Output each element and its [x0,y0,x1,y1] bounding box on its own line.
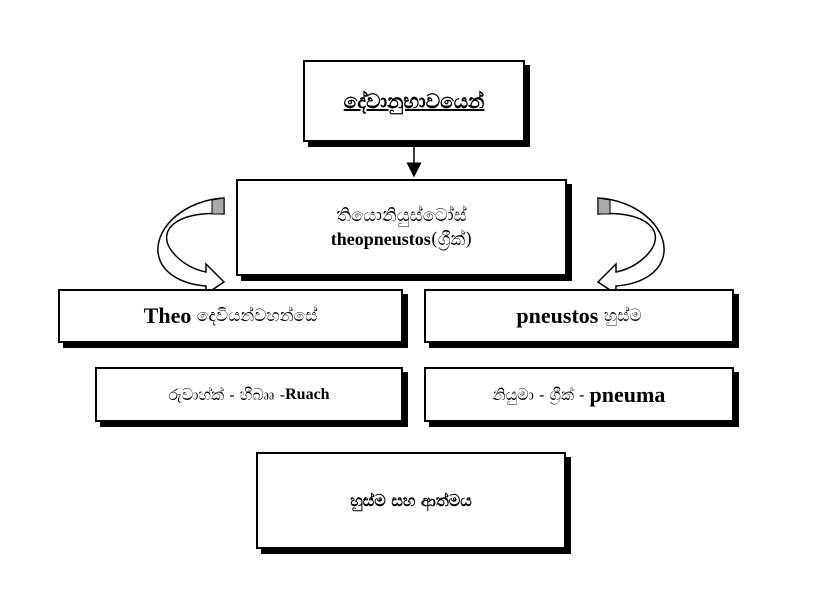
center-box: තියොනියුස්ටෝස් theopneustos(ග්‍රීක්) [236,179,567,276]
left-curved-arrow-icon [157,197,226,296]
pneuma-latin: pneuma [589,381,666,407]
right-curved-arrow-icon [596,197,665,296]
theo-sinhala: දෙවියන්වහන්සේ [196,306,318,326]
pneuma-sinhala: නියුමා - ග්‍රීක් - [492,384,585,404]
top-box: දේවානුභාවයෙන් [303,60,525,142]
ruach-latin: Ruach [285,385,330,403]
center-box-suffix: (ග්‍රීක්) [430,228,473,250]
top-box-text: දේවානුභාවයෙන් [343,89,485,113]
theo-latin: Theo [143,303,192,328]
center-box-line1: තියොනියුස්ටෝස් [336,205,467,227]
center-box-line2: theopneustos(ග්‍රීක්) [331,228,473,251]
center-box-latin: theopneustos [330,228,431,249]
ruach-sinhala: රුවාහ්ක් - හීබෲ - [168,384,286,404]
ruach-box: රුවාහ්ක් - හීබෲ -Ruach [95,367,403,422]
theo-box: Theo දෙවියන්වහන්සේ [58,289,403,343]
pneustos-sinhala: හුස්ම [603,306,642,326]
bottom-box: හුස්ම සහ ආත්මය [256,452,566,549]
pneuma-box: නියුමා - ග්‍රීක් - pneuma [424,367,734,422]
pneustos-box: pneustos හුස්ම [424,289,734,343]
pneustos-latin: pneustos [516,303,599,328]
bottom-box-text: හුස්ම සහ ආත්මය [350,490,472,510]
